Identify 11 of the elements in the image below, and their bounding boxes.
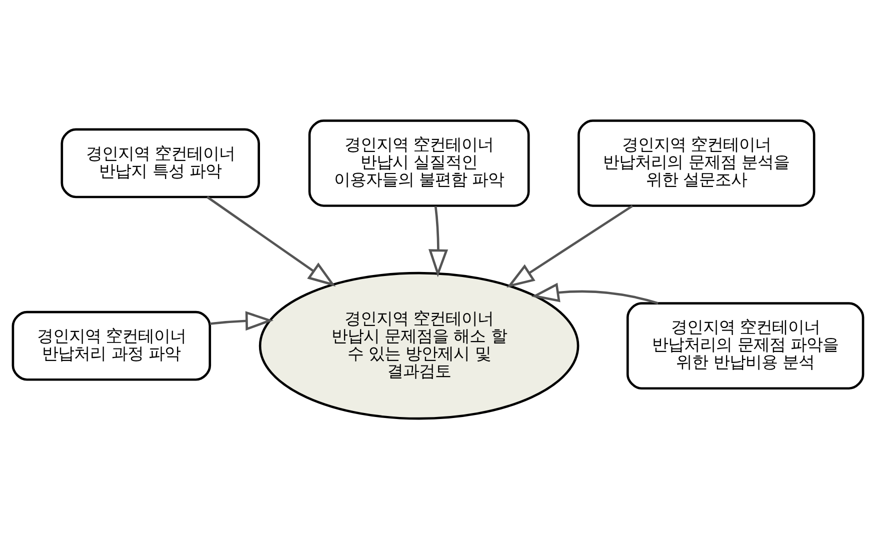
arrow: [206, 196, 336, 287]
node-ellipse: 경인지역 空컨테이너 반납시 문제점을 해소 할 수 있는 방안제시 및 결과검토: [258, 272, 580, 420]
node-box: 경인지역 空컨테이너 반납처리 과정 파악: [12, 310, 212, 381]
node-box: 경인지역 空컨테이너 반납처리의 문제점 파악을 위한 반납비용 분석: [626, 302, 864, 390]
arrow: [506, 204, 634, 288]
arrow: [210, 311, 274, 331]
node-box: 경인지역 空컨테이너 반납시 실질적인 이용자들의 불편함 파악: [308, 120, 530, 207]
arrow: [531, 282, 658, 304]
arrow: [428, 206, 448, 278]
node-box: 경인지역 空컨테이너 반납처리의 문제점 분석을 위한 설문조사: [578, 120, 816, 207]
node-box: 경인지역 空컨테이너 반납지 특성 파악: [60, 128, 260, 198]
